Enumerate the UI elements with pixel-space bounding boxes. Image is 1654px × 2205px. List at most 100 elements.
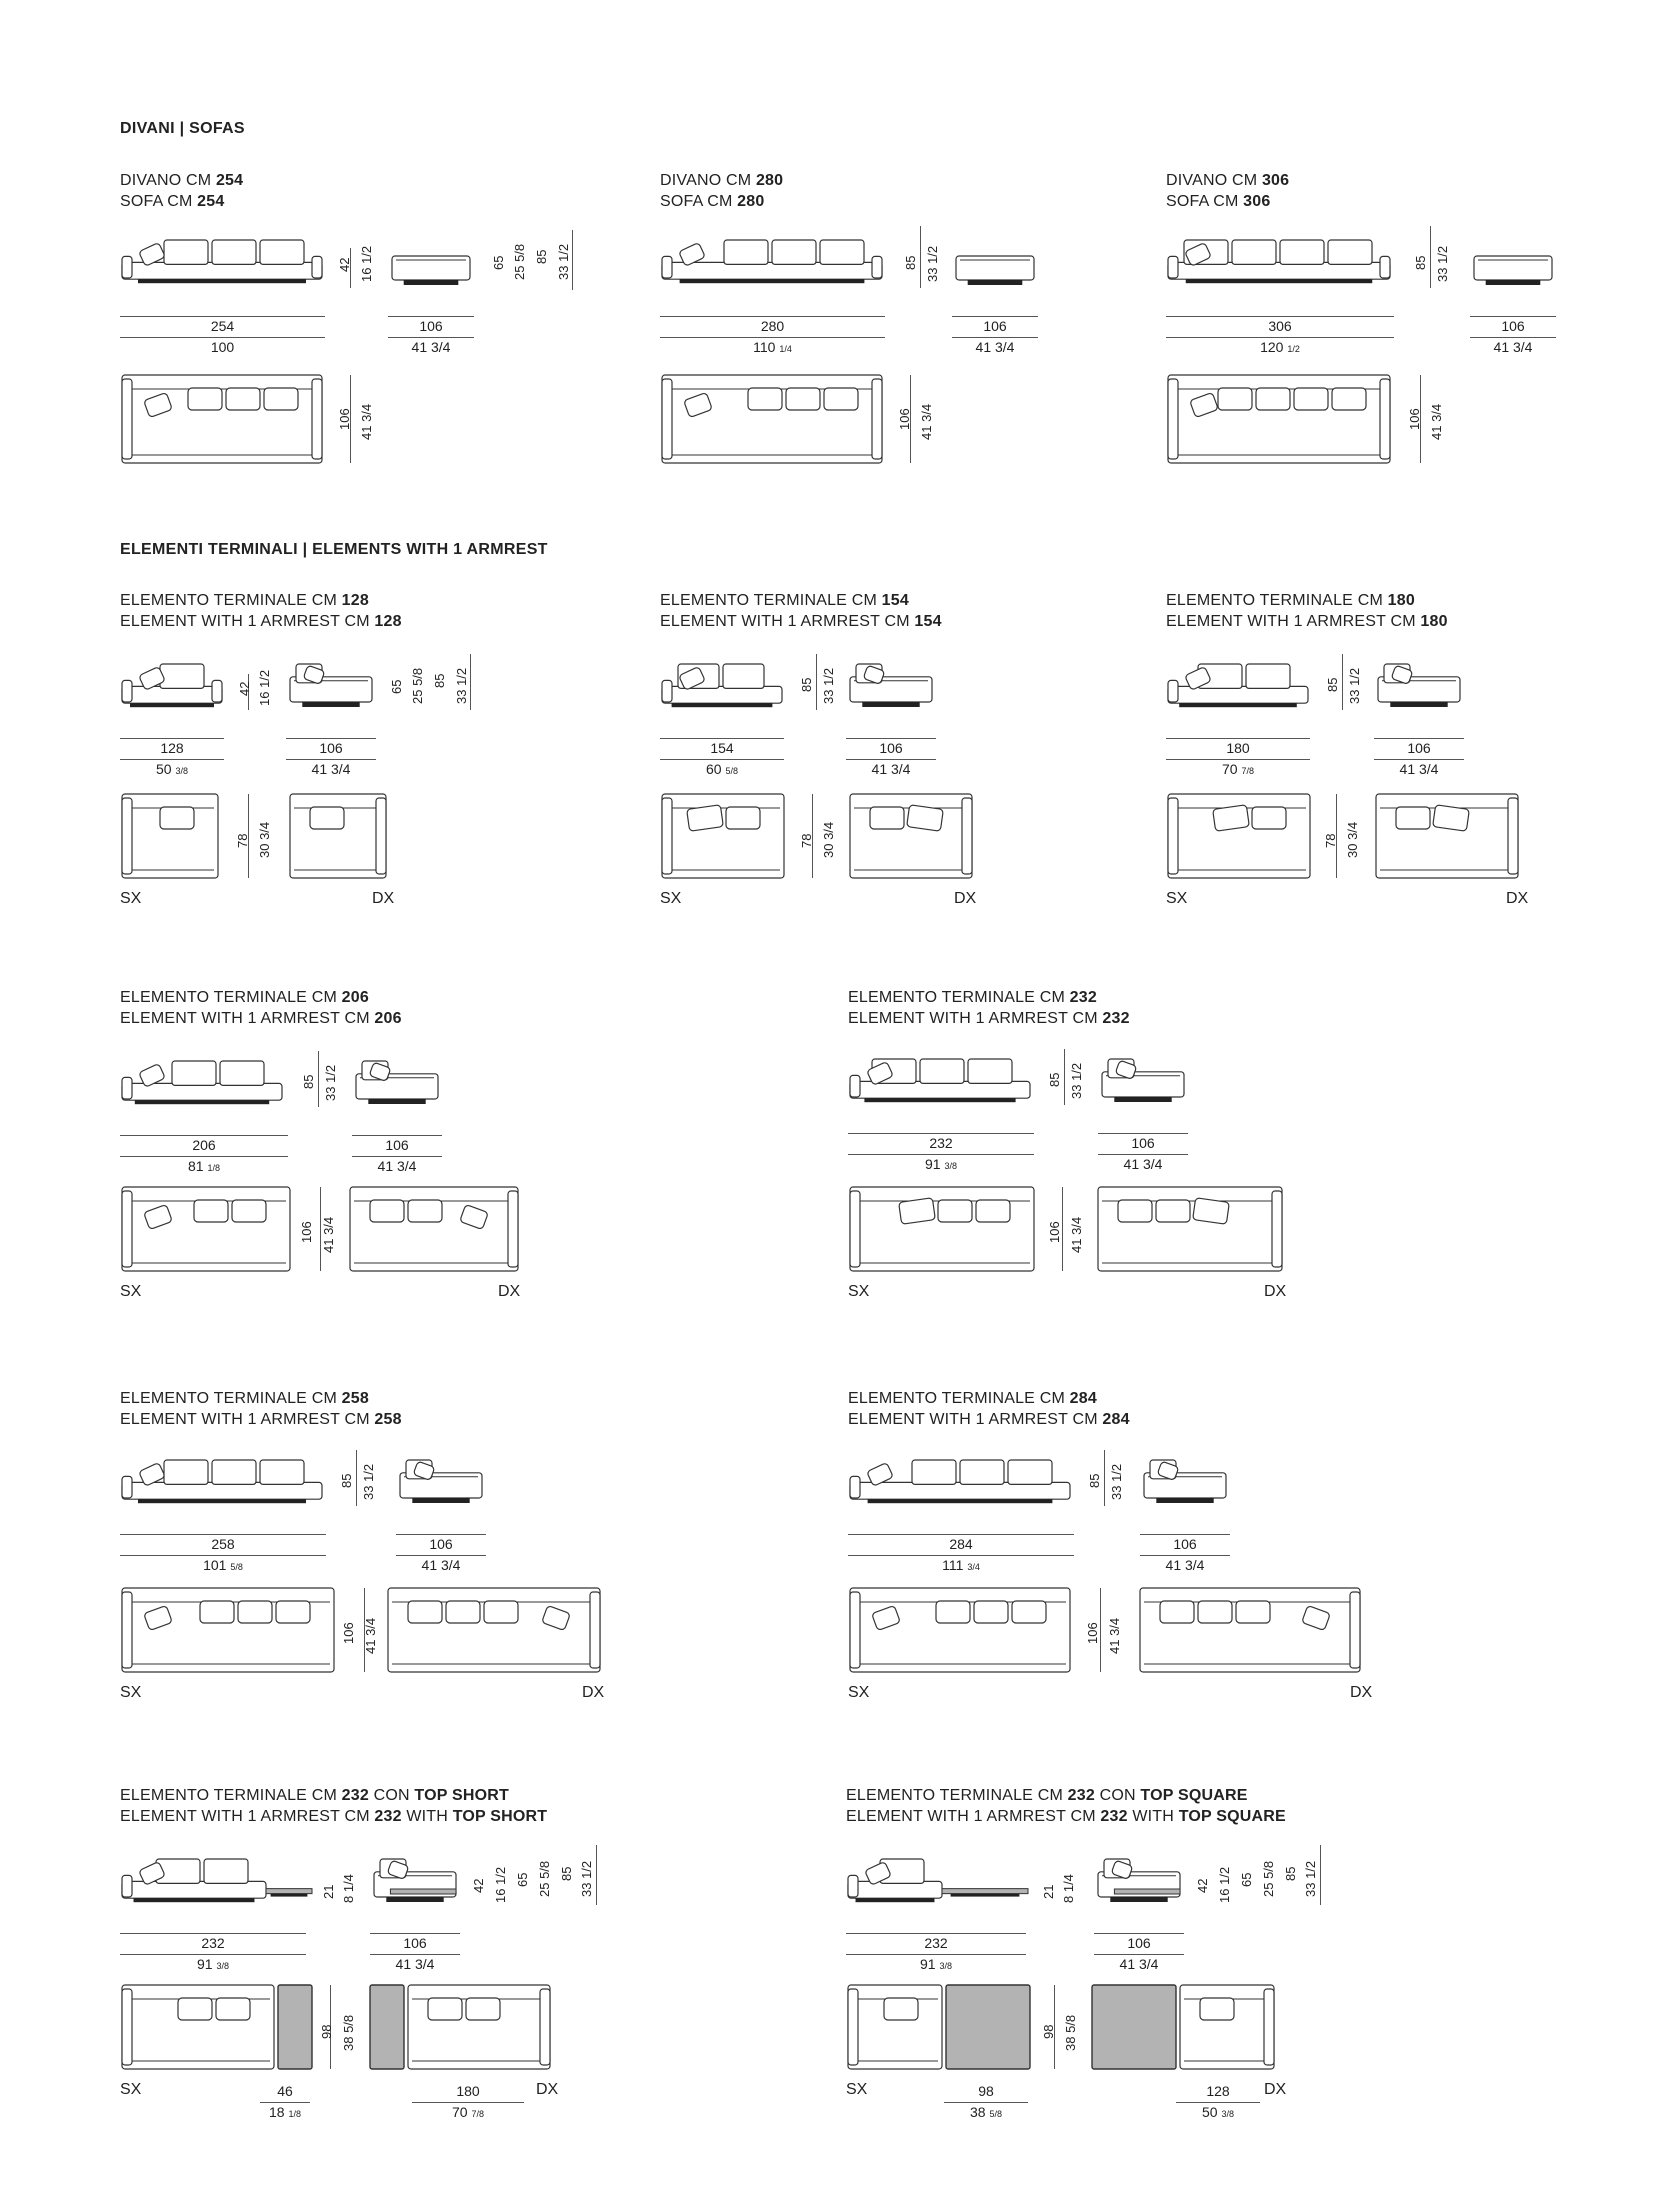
depth-dimension-line [1094,1933,1184,1934]
height-line [816,654,817,710]
plan-depth-in: 41 3/4 [1429,403,1444,440]
height-line [596,1845,597,1905]
side-view-drawing [1474,256,1552,285]
back-height-cm: 85 [799,677,814,692]
back-height-in: 33 1/2 [1303,1860,1318,1897]
sx-label: SX [120,1684,142,1701]
seat-height-line [248,674,249,710]
plan-view-drawing-dx [1140,1588,1360,1672]
plan-depth-line [1100,1588,1101,1672]
height-line [318,1051,319,1107]
plan-view-drawing-dx [1098,1187,1282,1271]
width-dimension-line [1166,759,1310,760]
depth-dimension-line [1094,1954,1184,1955]
plan-view-drawing-dx [350,1187,518,1271]
back-height-cm: 85 [1325,677,1340,692]
front-view-drawing [122,1456,322,1504]
plan-depth-line [1420,375,1421,463]
plan-view-drawing-sx [122,794,218,878]
product-title: ELEMENTO TERMINALE CM 232 ELEMENT WITH 1… [848,989,1130,1027]
plan-view-drawing-sx [850,1187,1034,1271]
plan-depth-cm: 106 [341,1622,356,1644]
depth-cm: 106 [983,318,1007,334]
sx-label: SX [846,2081,868,2098]
top-height-in: 8 1/4 [341,1874,356,1903]
top-height-cm: 21 [1041,1884,1056,1899]
plan-view-drawing-dx [290,794,386,878]
arm-height-cm: 65 [389,679,404,694]
depth-dimension-line [1098,1154,1188,1155]
product-title: DIVANO CM 280 SOFA CM 280 [660,172,784,210]
width-dimension-line [1166,738,1310,739]
width-dimension-line [120,1954,306,1955]
plan-depth-cm: 78 [235,833,250,848]
arm-height-in: 25 5/8 [1261,1860,1276,1897]
sx-label: SX [848,1283,870,1300]
plan-depth-in: 30 3/4 [257,821,272,858]
side-view-drawing [850,660,932,707]
sx-label: SX [120,1283,142,1300]
width-in: 91 3/8 [925,1156,957,1172]
width-dimension-line [120,316,325,317]
side-view-drawing [1098,1855,1180,1902]
width-dimension-line [660,337,885,338]
front-view-drawing [122,1057,282,1105]
depth-in: 41 3/4 [1165,1557,1205,1573]
front-view-drawing [662,660,782,708]
back-height-in: 33 1/2 [821,667,836,704]
seat-height-cm: 42 [1195,1878,1210,1893]
depth-cm: 106 [1501,318,1525,334]
width-dimension-line [120,1555,326,1556]
plan-depth-line [1062,1187,1063,1271]
back-height-in: 33 1/2 [1347,667,1362,704]
dx-top-width-cm: 128 [1206,2083,1230,2099]
depth-cm: 106 [1407,740,1431,756]
front-view-drawing [850,1456,1070,1504]
plan-depth-in: 41 3/4 [1107,1617,1122,1654]
plan-depth-cm: 98 [319,2024,334,2039]
product-title: DIVANO CM 254 SOFA CM 254 [120,172,244,210]
depth-dimension-line [1374,738,1464,739]
width-dimension-line [848,1555,1074,1556]
depth-dimension-line [1374,759,1464,760]
depth-in: 41 3/4 [311,761,351,777]
depth-in: 41 3/4 [411,339,451,355]
depth-dimension-line [952,316,1038,317]
seat-height-in: 16 1/2 [1217,1866,1232,1903]
plan-depth-in: 41 3/4 [1069,1216,1084,1253]
depth-in: 41 3/4 [1123,1156,1163,1172]
front-view-drawing [1168,236,1390,284]
top-height-cm: 21 [321,1884,336,1899]
sx-top-width-cm: 46 [277,2083,293,2099]
width-cm: 258 [211,1536,235,1552]
width-cm: 232 [924,1935,948,1951]
height-line [1104,1450,1105,1506]
seat-height-line [350,248,351,288]
sx-label: SX [660,890,682,907]
plan-view-drawing-sx [848,1985,1030,2069]
back-height-cm: 85 [432,673,447,688]
plan-depth-line [350,375,351,463]
depth-dimension-line [370,1954,460,1955]
plan-depth-cm: 78 [1323,833,1338,848]
plan-depth-in: 41 3/4 [919,403,934,440]
side-view-drawing [392,256,470,285]
dx-label: DX [1264,2081,1287,2098]
depth-dimension-line [396,1555,486,1556]
dx-top-width-cm: 180 [456,2083,480,2099]
plan-depth-line [1336,794,1337,878]
width-cm: 232 [929,1135,953,1151]
plan-view-drawing-sx [662,794,784,878]
plan-depth-cm: 98 [1041,2024,1056,2039]
back-height-in: 33 1/2 [454,667,469,704]
plan-depth-in: 30 3/4 [1345,821,1360,858]
back-height-in: 33 1/2 [579,1860,594,1897]
width-in: 110 1/4 [753,339,792,355]
width-dimension-line [848,1133,1034,1134]
width-dimension-line [120,1135,288,1136]
depth-in: 41 3/4 [871,761,911,777]
depth-dimension-line [846,759,936,760]
dx-label: DX [372,890,395,907]
plan-depth-cm: 106 [1407,408,1422,430]
plan-view-drawing [662,375,882,463]
